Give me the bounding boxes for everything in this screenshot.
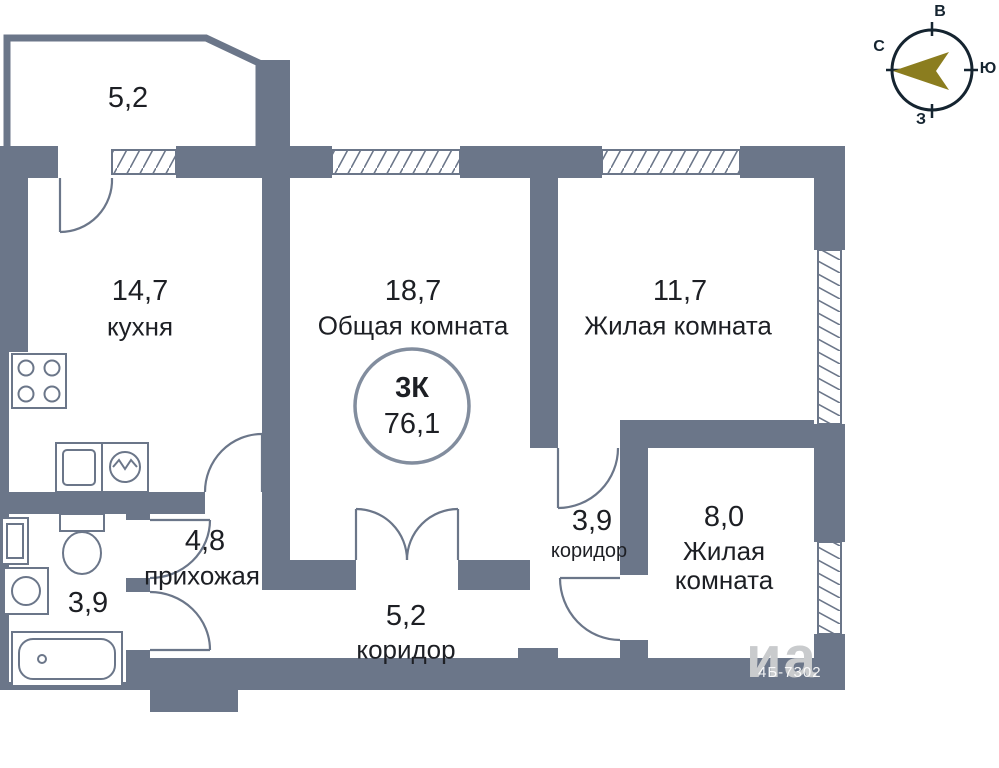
room-label-living2-name: Жилая комната [674,535,774,595]
fixtures-layer [1,353,149,687]
compass-letter-bottom: З [915,111,927,128]
compass-letter-top: В [934,3,946,20]
bathtub-icon [11,631,123,687]
compass-letter-left: С [873,38,885,55]
room-label-kitchen-area: 14,7 [111,274,169,307]
room-label-corridor-main-name: коридор [356,634,456,665]
stove-icon [11,353,67,409]
watermark-text: иа [746,625,818,690]
room-label-bathroom-area: 3,9 [67,586,109,619]
washing-machine-icon [3,567,49,615]
room-label-corridor-main-area: 5,2 [385,599,427,632]
windows-layer [111,149,842,635]
room-label-hallway-name: прихожая [144,560,260,591]
compass-icon [886,22,978,118]
room-label-common-name: Общая комната [317,310,509,341]
compass-needle [893,52,949,90]
watermark-id: 4Б-7302 [758,664,822,681]
room-label-living1-name: Жилая комната [584,310,772,341]
apartment-badge: 3К 76,1 [384,370,440,443]
washbasin-icon [1,517,29,565]
room-label-living2-area: 8,0 [703,500,745,533]
room-label-kitchen-name: кухня [106,311,174,342]
room-label-balcony-area: 5,2 [107,81,149,114]
room-label-corridor-small-area: 3,9 [571,504,613,537]
room-label-living1-area: 11,7 [652,274,708,307]
walls-layer [0,60,845,712]
room-label-corridor-small-name: коридор [550,539,628,562]
apartment-total-area: 76,1 [383,408,441,440]
doors-layer [58,177,621,652]
apartment-type: 3К [395,371,429,404]
toilet-icon [59,513,105,575]
room-label-hallway-area: 4,8 [184,524,226,557]
badge-ring [353,347,471,465]
room-label-common-area: 18,7 [384,274,442,307]
kitchen-sink-icon [55,442,149,493]
compass-letter-right: Ю [979,60,997,77]
